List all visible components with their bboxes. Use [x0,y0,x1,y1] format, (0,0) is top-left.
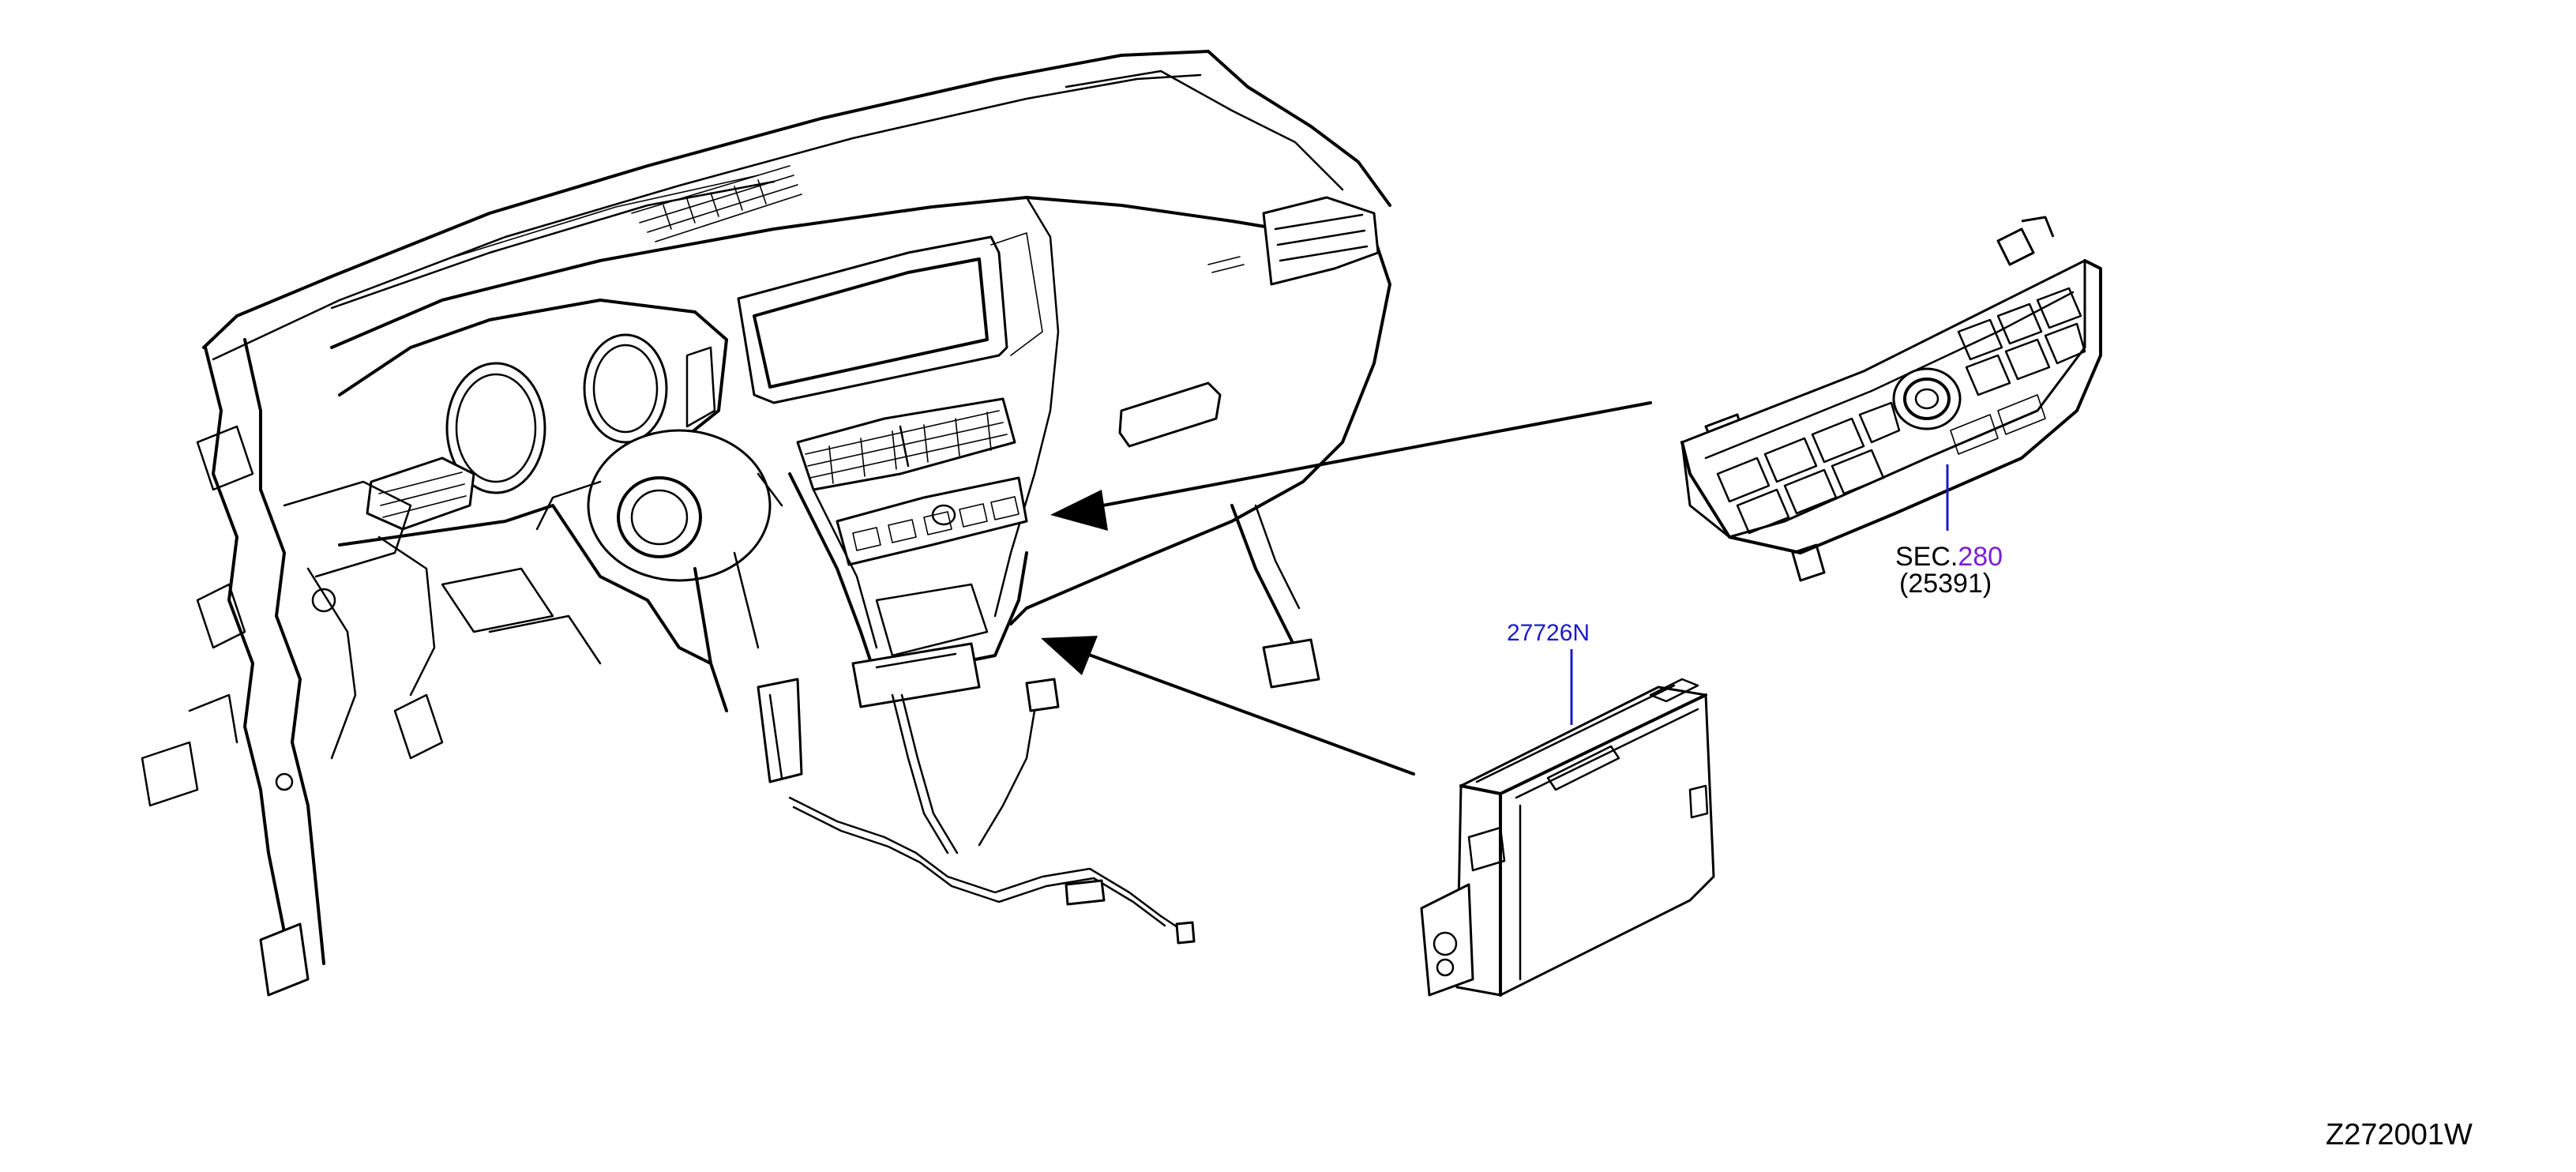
arrow-to-control-panel [1080,401,1652,511]
sec-prefix: SEC. [1895,542,1958,572]
drawing-code: Z272001W [2326,1118,2473,1151]
climate-buttons [1716,287,2086,535]
dash-control-panel [836,476,1028,566]
left-air-vent [366,456,475,531]
center-vents [796,397,1016,491]
wiring-harness [788,678,1196,945]
defroster-grille [631,165,802,242]
control-module [1420,649,1715,997]
sec-number-link[interactable]: 280 [1958,542,2003,572]
sec-reference-label: SEC.280 [1895,543,2003,570]
instrument-cluster [338,299,728,494]
arrow-head-upper [1050,490,1108,531]
sec-part-number: (25391) [1899,569,1992,599]
glovebox-handle [1118,381,1222,448]
module-part-number[interactable]: 27726N [1507,620,1590,646]
right-air-vent [1207,196,1380,286]
dashboard-assembly [141,50,1391,997]
climate-control-unit [1680,216,2102,582]
arrow-head-lower [1041,636,1098,675]
arrow-to-module [1072,648,1415,776]
left-support-bracket [141,338,444,997]
infotainment-screen [737,232,1043,404]
callout-arrows [1041,401,1652,776]
steering-column [535,429,783,712]
